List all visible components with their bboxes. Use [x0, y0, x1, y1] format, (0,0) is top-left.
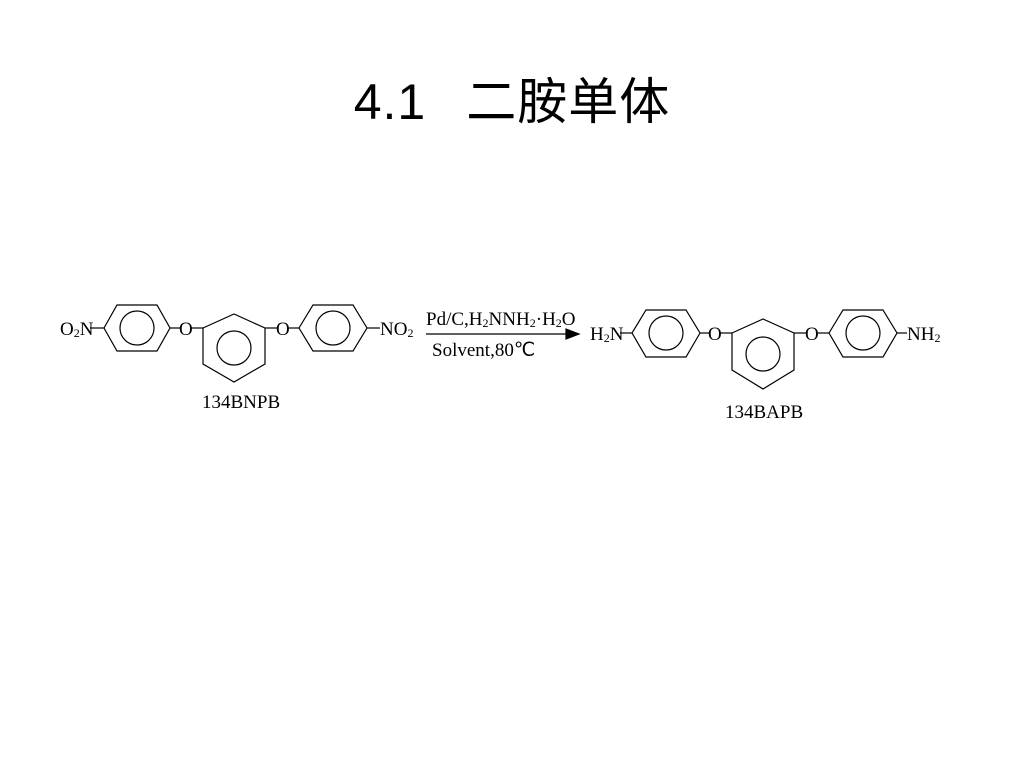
reaction-reagents: Pd/C,H2NNH2·H2O	[426, 309, 576, 330]
title-text: 二胺单体	[466, 74, 671, 130]
product-name: 134BAPB	[725, 402, 803, 423]
slide-title: 4.1 二胺单体	[0, 62, 1024, 134]
product-ether-right: O	[805, 324, 819, 345]
reactant-ether-right: O	[276, 319, 290, 340]
reactant-left-ring	[103, 304, 171, 352]
reactant-center-ring	[202, 313, 266, 383]
reactant-left-group: O2N	[60, 319, 94, 340]
product-right-group: NH2	[907, 324, 940, 345]
reaction-solvent: Solvent,80℃	[432, 340, 535, 361]
reactant-name: 134BNPB	[202, 392, 280, 413]
reactant-right-group: NO2	[380, 319, 413, 340]
product-left-ring	[631, 309, 701, 358]
reaction-arrow	[426, 328, 581, 340]
title-number: 4.1	[353, 74, 427, 130]
product-ether-left: O	[708, 324, 722, 345]
product-right-ring	[828, 309, 898, 358]
reactant-ether-left: O	[179, 319, 193, 340]
product-left-group: H2N	[590, 324, 624, 345]
product-center-ring	[731, 318, 795, 390]
reactant-right-ring	[298, 304, 368, 352]
